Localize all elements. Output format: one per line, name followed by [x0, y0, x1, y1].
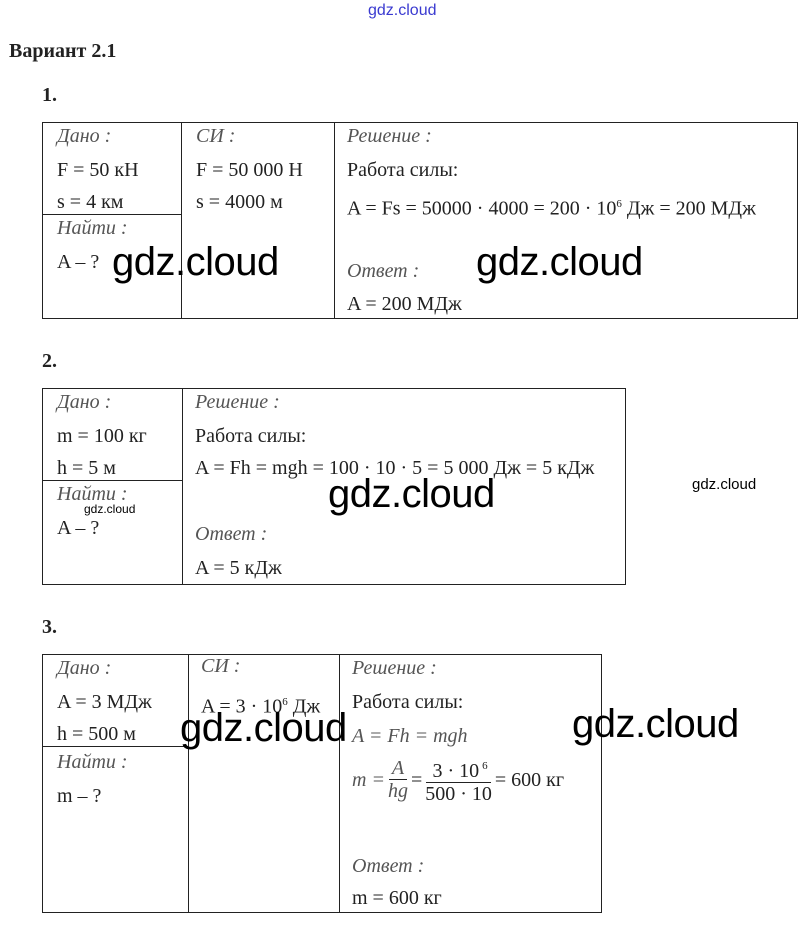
given-value: F = 50 кН: [57, 159, 139, 181]
watermark: gdz.cloud: [180, 706, 347, 750]
solution-line: A = Fs = 50000 · 4000 = 200 · 106 Дж = 2…: [347, 197, 756, 220]
answer-value: m = 600 кг: [352, 887, 442, 909]
given-value: h = 5 м: [57, 457, 116, 479]
given-value: A = 3 МДж: [57, 691, 152, 713]
si-label: СИ :: [196, 125, 236, 147]
solution-line: Работа силы:: [347, 159, 459, 181]
watermark: gdz.cloud: [572, 702, 739, 746]
answer-value: A = 200 МДж: [347, 293, 462, 315]
watermark: gdz.cloud: [328, 472, 495, 516]
answer-label: Ответ :: [347, 260, 420, 282]
problem-number: 3.: [42, 616, 57, 638]
watermark: gdz.cloud: [692, 476, 757, 493]
problem-number: 2.: [42, 350, 57, 372]
problem-number: 1.: [42, 84, 57, 106]
solution-line: Работа силы:: [195, 425, 307, 447]
page-title: Вариант 2.1: [9, 40, 117, 62]
watermark-top: gdz.cloud: [368, 2, 437, 19]
solution-label: Решение :: [352, 657, 437, 679]
si-value: F = 50 000 Н: [196, 159, 303, 181]
watermark: gdz.cloud: [84, 502, 136, 516]
given-value: m = 100 кг: [57, 425, 147, 447]
solution-label: Решение :: [347, 125, 432, 147]
find-label: Найти :: [57, 483, 128, 505]
watermark: gdz.cloud: [112, 240, 279, 284]
given-label: Дано :: [57, 391, 112, 413]
si-label: СИ :: [201, 655, 241, 677]
watermark: gdz.cloud: [476, 240, 643, 284]
find-label: Найти :: [57, 217, 128, 239]
find-value: m – ?: [57, 785, 102, 807]
given-value: s = 4 км: [57, 191, 124, 213]
problem-2-table: Дано : m = 100 кг h = 5 м Найти : A – ? …: [42, 388, 626, 585]
given-label: Дано :: [57, 125, 112, 147]
problem-1-table: Дано : F = 50 кН s = 4 км Найти : A – ? …: [42, 122, 798, 319]
answer-label: Ответ :: [195, 523, 268, 545]
si-value: A = 3 · 106 Дж: [201, 695, 321, 718]
answer-label: Ответ :: [352, 855, 425, 877]
given-label: Дано :: [57, 657, 112, 679]
si-value: s = 4000 м: [196, 191, 283, 213]
solution-label: Решение :: [195, 391, 280, 413]
find-value: A – ?: [57, 517, 100, 539]
solution-line: A = Fh = mgh = 100 · 10 · 5 = 5 000 Дж =…: [195, 457, 595, 479]
solution-line: Работа силы:: [352, 691, 464, 713]
find-value: A – ?: [57, 251, 100, 273]
given-value: h = 500 м: [57, 723, 136, 745]
solution-line: A = Fh = mgh: [352, 725, 468, 747]
problem-3-table: Дано : A = 3 МДж h = 500 м Найти : m – ?…: [42, 654, 602, 913]
answer-value: A = 5 кДж: [195, 557, 282, 579]
find-label: Найти :: [57, 751, 128, 773]
